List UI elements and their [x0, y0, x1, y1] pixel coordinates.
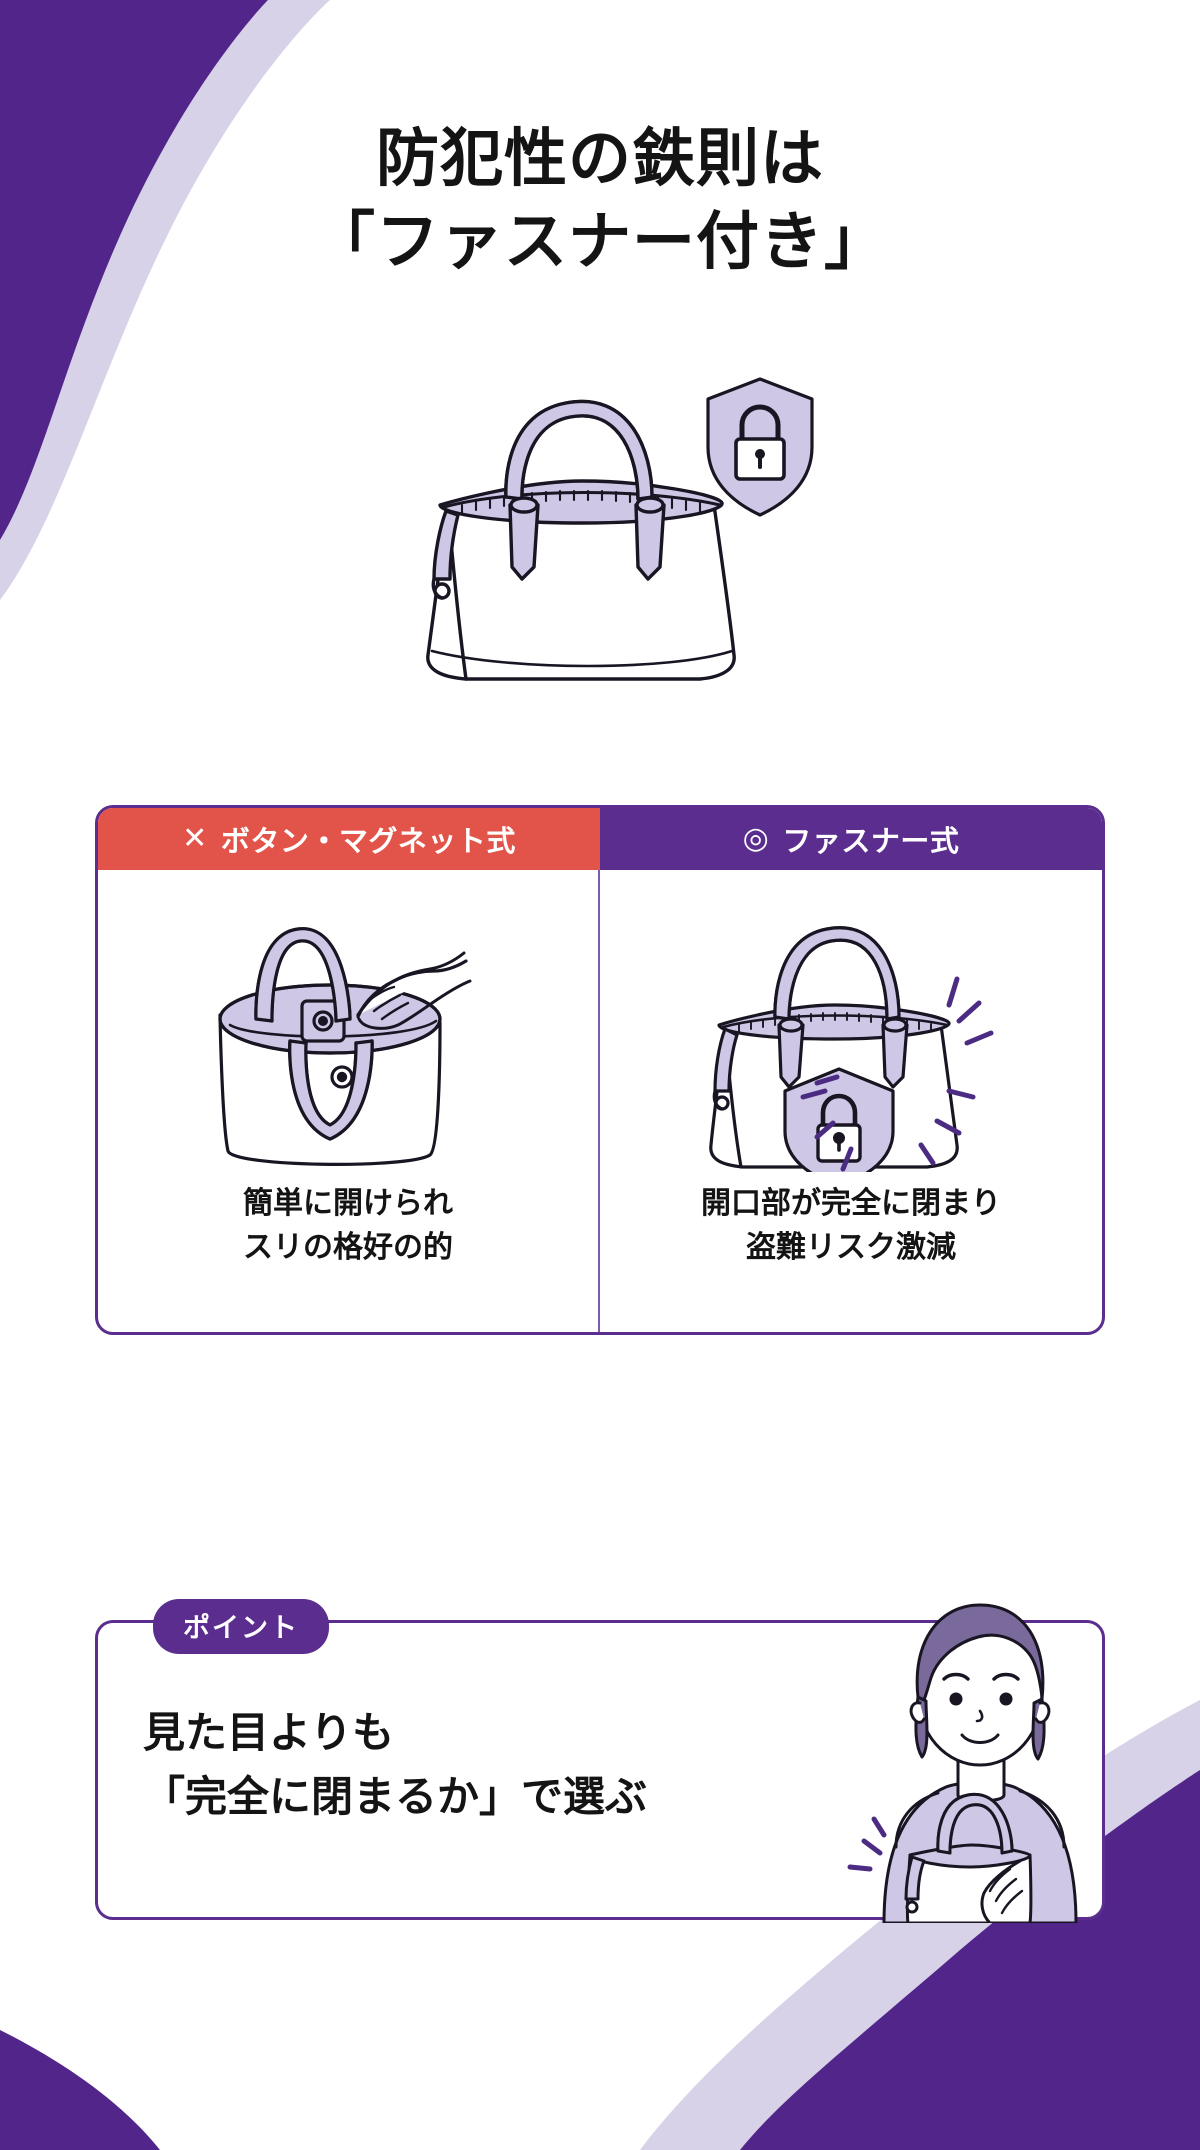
sparkle-lines-icon: [847, 1816, 887, 1872]
comparison-art-bad: [178, 884, 518, 1174]
shield-lock-icon: [706, 377, 814, 517]
point-badge: ポイント: [153, 1599, 329, 1654]
handbag-with-zipper-icon: [426, 377, 814, 681]
woman-holding-handbag-icon: [847, 1603, 1078, 1925]
comparison-card: ✕ ボタン・マグネット式 ◎ ファスナー式: [95, 805, 1105, 1335]
comparison-caption-bad-line-1: 簡単に開けられ: [243, 1187, 453, 1220]
point-text: 見た目よりも 「完全に閉まるか」で選ぶ: [143, 1701, 647, 1829]
point-text-line-1: 見た目よりも: [143, 1709, 395, 1756]
comparison-caption-bad-line-2: スリの格好の的: [243, 1230, 453, 1264]
comparison-caption-good-line-2: 盗難リスク激減: [746, 1230, 956, 1264]
double-circle-mark-icon: ◎: [742, 822, 770, 855]
comparison-header-bad-label: ボタン・マグネット式: [220, 826, 516, 858]
comparison-column-bad: 簡単に開けられ スリの格好の的: [98, 870, 600, 1332]
comparison-header-good: ◎ ファスナー式: [600, 808, 1102, 870]
comparison-body-row: 簡単に開けられ スリの格好の的: [98, 870, 1102, 1332]
title-line-1: 防犯性の鉄則は: [376, 124, 824, 194]
comparison-caption-good-line-1: 開口部が完全に閉まり: [701, 1187, 1001, 1220]
poster-header: 防犯性の鉄則は 「ファスナー付き」: [0, 118, 1200, 284]
bottom-left-purple-wave: [0, 2030, 160, 2150]
comparison-art-good: [671, 884, 1031, 1174]
cross-mark-icon: ✕: [182, 822, 208, 855]
sparkle-lines-icon: [800, 976, 994, 1171]
comparison-header-bad: ✕ ボタン・マグネット式: [98, 808, 600, 870]
open-tote-bag-with-hand-icon: [218, 927, 472, 1166]
comparison-column-good: 開口部が完全に閉まり 盗難リスク激減: [600, 870, 1102, 1332]
title-line-2: 「ファスナー付き」: [312, 207, 888, 278]
zipped-handbag-with-shield-icon: [709, 925, 994, 1172]
comparison-header-row: ✕ ボタン・マグネット式 ◎ ファスナー式: [98, 808, 1102, 870]
comparison-caption-bad: 簡単に開けられ スリの格好の的: [243, 1182, 453, 1269]
point-text-line-2: 「完全に閉まるか」で選ぶ: [143, 1772, 648, 1820]
comparison-caption-good: 開口部が完全に閉まり 盗難リスク激減: [701, 1182, 1001, 1269]
comparison-header-good-label: ファスナー式: [782, 826, 960, 858]
point-figure: [834, 1551, 1114, 1928]
hero-illustration: [0, 355, 1200, 685]
point-card: ポイント 見た目よりも 「完全に閉まるか」で選ぶ: [95, 1599, 1105, 1925]
